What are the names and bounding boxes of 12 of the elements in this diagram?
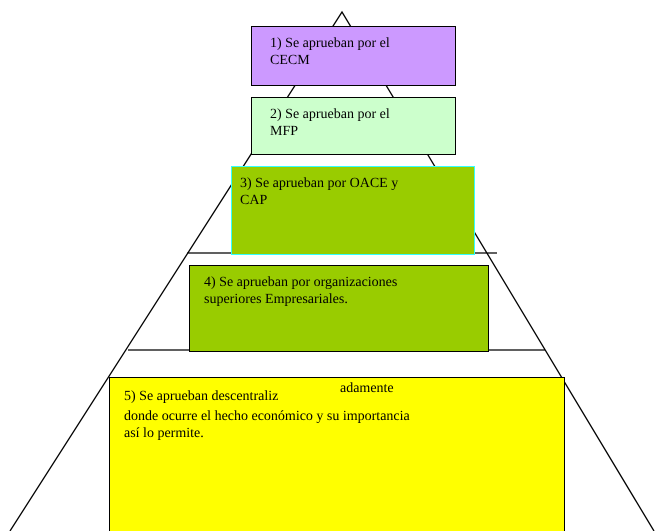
level-text: 2) Se aprueban por el MFP bbox=[270, 106, 391, 140]
level-box bbox=[231, 166, 475, 255]
level-text: 1) Se aprueban por el CECM bbox=[270, 35, 391, 69]
level-box bbox=[189, 265, 489, 352]
level-box bbox=[251, 97, 456, 155]
level-box bbox=[109, 377, 565, 531]
level-text: 4) Se aprueban por organizaciones superiores Empresariales. bbox=[204, 274, 398, 308]
level-text: 5) Se aprueban descentraliz bbox=[124, 388, 280, 405]
level-box bbox=[251, 26, 456, 86]
level-text: donde ocurre el hecho económico y su importancia así lo permite. bbox=[124, 408, 411, 442]
level-text: adamente bbox=[340, 380, 395, 397]
level-text: 3) Se aprueban por OACE y CAP bbox=[239, 175, 400, 209]
